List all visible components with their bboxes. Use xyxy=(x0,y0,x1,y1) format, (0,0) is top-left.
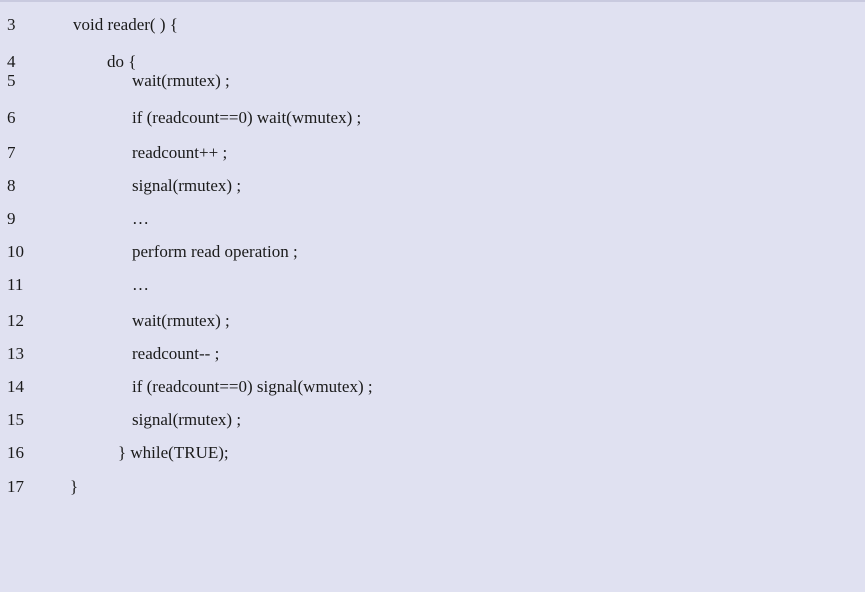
code-text: } xyxy=(70,477,79,496)
code-line: 9 … xyxy=(0,204,865,234)
code-line: 3 void reader( ) { xyxy=(0,10,865,40)
code-text: … xyxy=(132,209,149,228)
line-number: 9 xyxy=(7,209,16,228)
code-line: 6 if (readcount==0) wait(wmutex) ; xyxy=(0,103,865,133)
code-text: } while(TRUE); xyxy=(118,443,229,462)
code-listing: 3 void reader( ) { 4 do { 5 wait(rmutex)… xyxy=(0,0,865,502)
code-text: do { xyxy=(107,52,137,71)
line-number: 11 xyxy=(7,275,24,294)
code-line: 4 do { xyxy=(0,47,865,77)
code-text: if (readcount==0) signal(wmutex) ; xyxy=(132,377,373,396)
line-number: 5 xyxy=(7,71,16,90)
code-text: readcount++ ; xyxy=(132,143,228,162)
code-line: 16 } while(TRUE); xyxy=(0,438,865,468)
code-text: readcount-- ; xyxy=(132,344,220,363)
code-line: 14 if (readcount==0) signal(wmutex) ; xyxy=(0,372,865,402)
line-number: 3 xyxy=(7,15,16,34)
cropped-previous-line xyxy=(0,0,865,2)
code-line: 8 signal(rmutex) ; xyxy=(0,171,865,201)
code-text: signal(rmutex) ; xyxy=(132,176,242,195)
code-text: wait(rmutex) ; xyxy=(132,311,230,330)
line-number: 16 xyxy=(7,443,24,462)
line-number: 13 xyxy=(7,344,24,363)
code-line: 13 readcount-- ; xyxy=(0,339,865,369)
line-number: 4 xyxy=(7,52,16,71)
code-line: 11 … xyxy=(0,270,865,300)
code-line: 15 signal(rmutex) ; xyxy=(0,405,865,435)
code-line: 5 wait(rmutex) ; xyxy=(0,66,865,96)
code-text: signal(rmutex) ; xyxy=(132,410,242,429)
code-text: wait(rmutex) ; xyxy=(132,71,230,90)
code-text: … xyxy=(132,275,149,294)
line-number: 7 xyxy=(7,143,16,162)
line-number: 12 xyxy=(7,311,24,330)
line-number: 6 xyxy=(7,108,16,127)
code-line: 17 } xyxy=(0,472,865,502)
line-number: 14 xyxy=(7,377,24,396)
code-text: if (readcount==0) wait(wmutex) ; xyxy=(132,108,362,127)
line-number: 17 xyxy=(7,477,24,496)
line-number: 10 xyxy=(7,242,24,261)
code-line: 10 perform read operation ; xyxy=(0,237,865,267)
code-text: perform read operation ; xyxy=(132,242,298,261)
line-number: 15 xyxy=(7,410,24,429)
code-line: 7 readcount++ ; xyxy=(0,138,865,168)
code-text: void reader( ) { xyxy=(73,15,178,34)
line-number: 8 xyxy=(7,176,16,195)
code-line: 12 wait(rmutex) ; xyxy=(0,306,865,336)
